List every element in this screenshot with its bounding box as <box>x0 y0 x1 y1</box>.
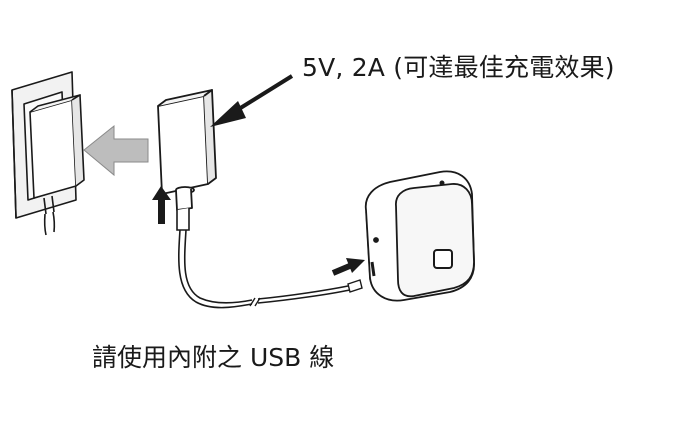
label-printer-icon <box>364 170 475 302</box>
cable-note-label: 請使用內附之 USB 線 <box>92 343 335 372</box>
ac-adapter-icon <box>157 89 217 211</box>
adapter-spec-label: 5V, 2A (可達最佳充電效果) <box>302 53 615 82</box>
pointer-arrow-icon <box>210 74 294 127</box>
arrow-up-icon <box>152 186 171 224</box>
arrow-insert-icon <box>331 258 365 276</box>
usb-cable-icon <box>176 208 363 309</box>
ac-adapter-plugged-icon <box>29 94 85 236</box>
arrow-left-icon <box>83 124 149 177</box>
